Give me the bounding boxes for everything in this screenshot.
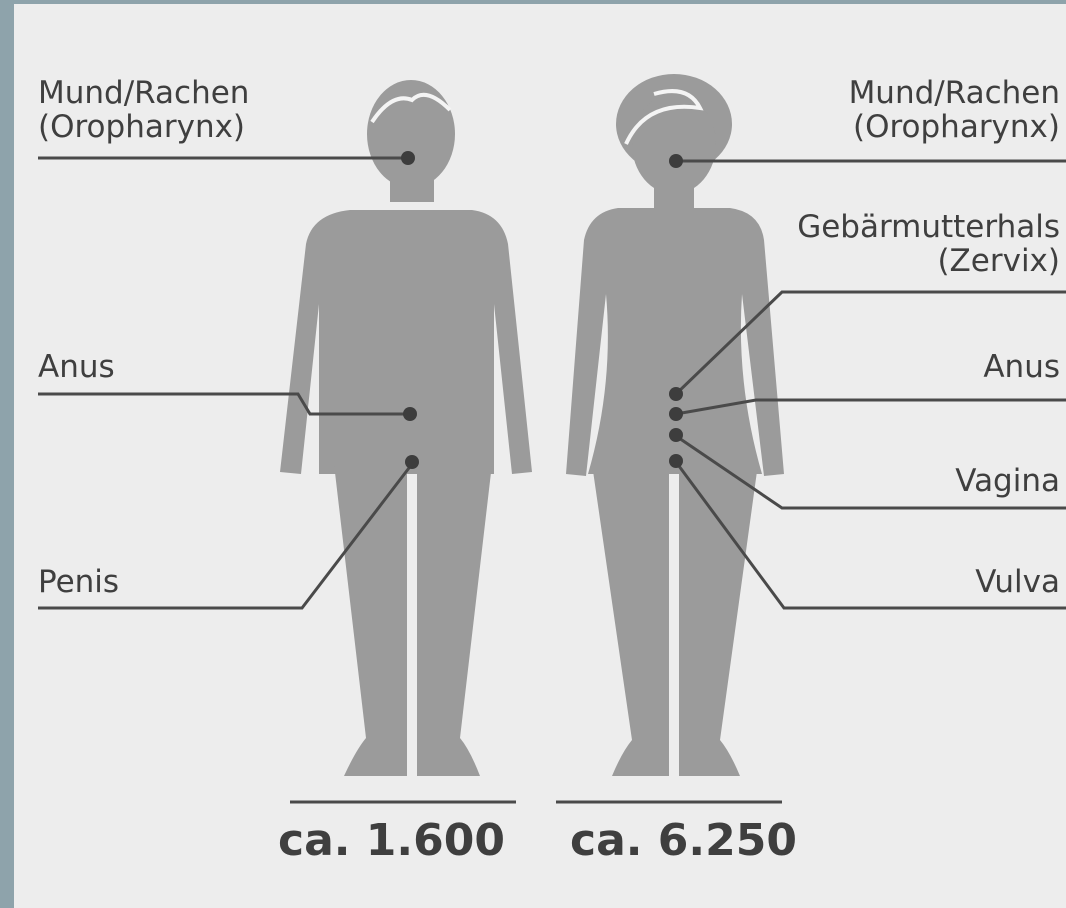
- female-oropharynx-label-line1: Mund/Rachen: [849, 76, 1060, 110]
- male-penis-label: Penis: [38, 565, 119, 599]
- male-figure: [280, 80, 532, 776]
- female-left-leg: [592, 464, 669, 776]
- male-oropharynx-label-line2: (Oropharynx): [38, 110, 249, 144]
- male-oropharynx-label-line1: Mund/Rachen: [38, 76, 249, 110]
- male-neck: [390, 172, 434, 202]
- female-cervix-label: Gebärmutterhals (Zervix): [797, 210, 1060, 278]
- female-anus-dot: [669, 407, 683, 421]
- female-right-leg: [679, 464, 758, 776]
- female-cervix-label-line2: (Zervix): [797, 244, 1060, 278]
- male-torso: [280, 210, 532, 474]
- male-oropharynx-dot: [401, 151, 415, 165]
- female-figure: [566, 74, 784, 776]
- female-cervix-label-line1: Gebärmutterhals: [797, 210, 1060, 244]
- male-penis-dot: [405, 455, 419, 469]
- male-left-leg: [334, 464, 407, 776]
- female-vagina-label: Vagina: [955, 464, 1060, 498]
- female-oropharynx-dot: [669, 154, 683, 168]
- male-anus-dot: [403, 407, 417, 421]
- female-vulva-label: Vulva: [975, 565, 1060, 599]
- male-head: [367, 80, 455, 188]
- infographic-panel: Mund/Rachen (Oropharynx) Anus Penis Mund…: [14, 4, 1066, 908]
- female-total: ca. 6.250: [570, 816, 797, 866]
- male-anus-label: Anus: [38, 350, 115, 384]
- male-oropharynx-label: Mund/Rachen (Oropharynx): [38, 76, 249, 144]
- female-neck: [654, 180, 694, 208]
- male-right-leg: [417, 464, 492, 776]
- male-total: ca. 1.600: [278, 816, 505, 866]
- female-oropharynx-label: Mund/Rachen (Oropharynx): [849, 76, 1060, 144]
- female-oropharynx-label-line2: (Oropharynx): [849, 110, 1060, 144]
- female-cervix-dot: [669, 387, 683, 401]
- female-vagina-dot: [669, 428, 683, 442]
- female-anus-label: Anus: [983, 350, 1060, 384]
- female-vulva-dot: [669, 454, 683, 468]
